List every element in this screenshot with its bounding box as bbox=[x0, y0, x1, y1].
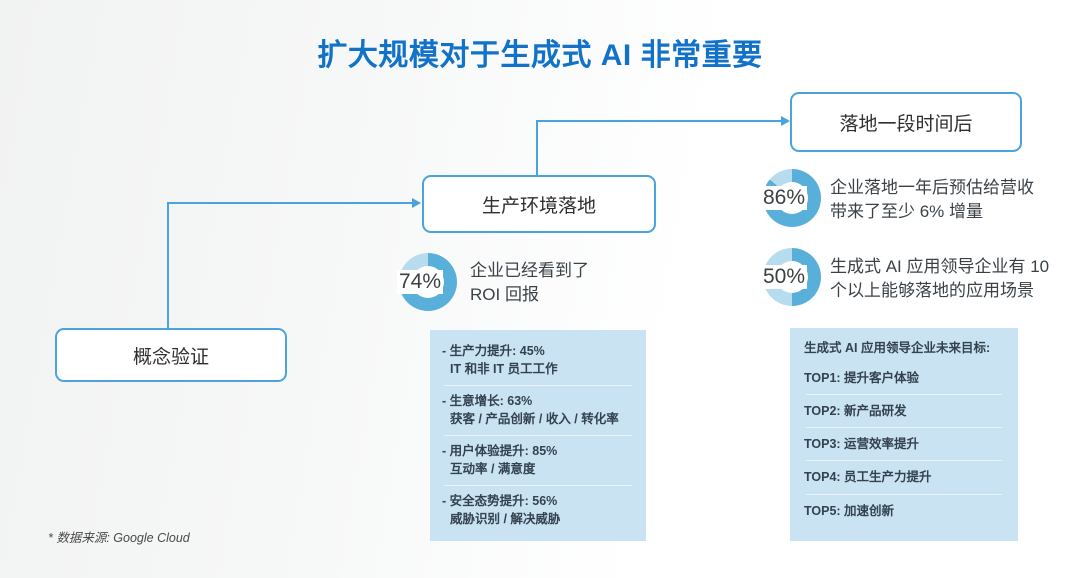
connector-production-to-post bbox=[536, 120, 782, 122]
donut-percent-label: 86% bbox=[761, 186, 808, 210]
stat-line: 企业落地一年后预估给营收 bbox=[830, 178, 1034, 197]
metric-detail: 威胁识别 / 解决威胁 bbox=[450, 511, 561, 526]
donut-percent-label: 50% bbox=[761, 265, 808, 289]
divider bbox=[444, 385, 632, 386]
metric-detail: 获客 / 产品创新 / 收入 / 转化率 bbox=[450, 411, 619, 426]
stat-line: 生成式 AI 应用领导企业有 10 bbox=[830, 257, 1050, 276]
flow-box-production-launch: 生产环境落地 bbox=[422, 175, 656, 233]
flow-box-label: 概念验证 bbox=[132, 346, 209, 368]
metric-item: - 生意增长: 63% 获客 / 产品创新 / 收入 / 转化率 bbox=[442, 393, 634, 428]
divider bbox=[806, 427, 1002, 428]
stat-text-use-cases: 生成式 AI 应用领导企业有 10 个以上能够落地的应用场景 bbox=[830, 255, 1049, 303]
divider bbox=[806, 493, 1002, 495]
donut-chart-use-cases: 50% bbox=[761, 248, 821, 306]
donut-percent-label: 74% bbox=[397, 270, 444, 294]
footer-source-note: * 数据来源: Google Cloud bbox=[48, 531, 190, 545]
stat-line: 个以上能够落地的应用场景 bbox=[830, 280, 1034, 300]
connector-production-riser bbox=[536, 120, 538, 175]
metric-item: - 用户体验提升: 85% 互动率 / 满意度 bbox=[442, 443, 634, 478]
divider bbox=[806, 460, 1002, 462]
goal-item: TOP1: 提升客户体验 bbox=[804, 370, 920, 385]
stat-line: 企业已经看到了 bbox=[470, 261, 589, 280]
goal-item: TOP5: 加速创新 bbox=[804, 503, 895, 518]
metric-detail: IT 和非 IT 员工工作 bbox=[450, 361, 558, 376]
metric-title: - 生产力提升: 45% bbox=[442, 344, 545, 358]
flow-box-post-launch: 落地一段时间后 bbox=[790, 92, 1022, 152]
donut-chart-revenue: 86% bbox=[761, 169, 821, 227]
goal-item: TOP2: 新产品研发 bbox=[804, 403, 907, 418]
arrow-right-icon bbox=[412, 198, 421, 208]
stat-line: ROI 回报 bbox=[470, 284, 539, 304]
metric-item: - 安全态势提升: 56% 威胁识别 / 解决威胁 bbox=[442, 493, 634, 528]
panel-header: 生成式 AI 应用领导企业未来目标: bbox=[804, 341, 991, 355]
divider bbox=[444, 485, 632, 486]
metric-item: - 生产力提升: 45% IT 和非 IT 员工工作 bbox=[442, 343, 634, 378]
flow-box-label: 生产环境落地 bbox=[481, 195, 596, 217]
donut-chart-roi: 74% bbox=[397, 253, 457, 311]
divider bbox=[444, 435, 632, 436]
stat-text-roi: 企业已经看到了 ROI 回报 bbox=[470, 259, 589, 307]
stat-text-revenue: 企业落地一年后预估给营收 带来了至少 6% 增量 bbox=[830, 176, 1034, 224]
flow-box-proof-of-concept: 概念验证 bbox=[55, 328, 287, 382]
connector-poc-riser bbox=[167, 202, 169, 328]
production-metrics-panel: - 生产力提升: 45% IT 和非 IT 员工工作 - 生意增长: 63% 获… bbox=[430, 330, 646, 541]
goal-item: TOP3: 运营效率提升 bbox=[804, 437, 920, 451]
metric-detail: 互动率 / 满意度 bbox=[450, 461, 536, 476]
divider bbox=[806, 393, 1002, 395]
goal-item: TOP4: 员工生产力提升 bbox=[804, 470, 932, 485]
future-goals-panel: 生成式 AI 应用领导企业未来目标: TOP1: 提升客户体验 TOP2: 新产… bbox=[790, 328, 1018, 541]
metric-title: - 用户体验提升: 85% bbox=[442, 444, 558, 458]
arrow-right-icon bbox=[781, 116, 790, 126]
metric-title: - 生意增长: 63% bbox=[442, 394, 533, 408]
connector-poc-to-production bbox=[167, 202, 413, 204]
metric-title: - 安全态势提升: 56% bbox=[442, 494, 558, 508]
stat-line: 带来了至少 6% 增量 bbox=[830, 201, 984, 221]
page-title: 扩大规模对于生成式 AI 非常重要 bbox=[317, 39, 763, 72]
flow-box-label: 落地一段时间后 bbox=[839, 113, 973, 135]
